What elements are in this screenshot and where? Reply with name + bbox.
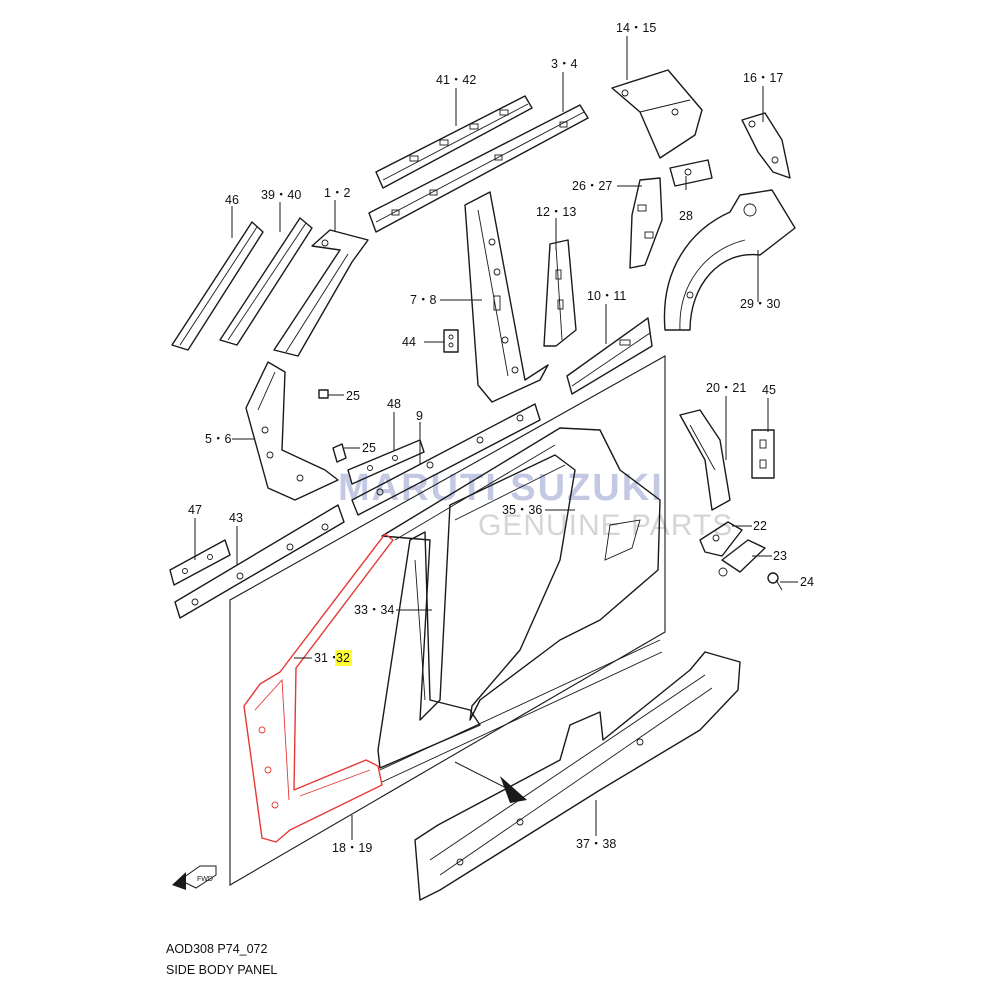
fwd-arrow-icon: FWD — [172, 865, 217, 890]
label-9: 9 — [416, 409, 423, 423]
part-35-36[interactable] — [381, 427, 661, 721]
part-26-27[interactable] — [629, 177, 663, 269]
label-22: 22 — [753, 519, 767, 533]
part-20-21[interactable] — [679, 409, 731, 511]
label-33-34: 33・34 — [354, 603, 394, 617]
label-28: 28 — [679, 209, 693, 223]
label-5-6: 5・6 — [205, 432, 231, 446]
watermark-sub: GENUINE PARTS — [478, 509, 733, 542]
label-10-11: 10・11 — [587, 289, 626, 303]
label-12-13: 12・13 — [536, 205, 576, 219]
panel-frame — [229, 355, 666, 886]
label-41-42: 41・42 — [436, 73, 476, 87]
label-1-2: 1・2 — [324, 186, 350, 200]
part-5-6[interactable] — [245, 361, 339, 501]
diagram-code: AOD308 P74_072 — [166, 942, 268, 956]
part-24[interactable] — [767, 572, 783, 591]
label-25-upper: 25 — [346, 389, 360, 403]
label-32-highlight — [335, 650, 352, 666]
label-29-30: 29・30 — [740, 297, 780, 311]
part-16-17[interactable] — [741, 112, 791, 179]
part-31-32-highlighted[interactable] — [243, 533, 394, 843]
label-47: 47 — [188, 503, 202, 517]
part-25-upper[interactable] — [318, 389, 329, 399]
part-46[interactable] — [171, 221, 264, 351]
part-9[interactable] — [351, 403, 541, 516]
part-39-40[interactable] — [219, 217, 313, 346]
label-39-40: 39・40 — [261, 188, 301, 202]
part-18-19[interactable] — [379, 639, 663, 783]
part-41-42[interactable] — [375, 95, 533, 189]
part-labels: 14・15 3・4 41・42 16・17 46 39・40 1・2 26・27… — [188, 21, 814, 855]
leader-lines — [194, 36, 798, 840]
label-14-15: 14・15 — [616, 21, 656, 35]
part-45[interactable] — [751, 429, 775, 479]
label-43: 43 — [229, 511, 243, 525]
part-29-30[interactable] — [663, 189, 796, 331]
label-26-27: 26・27 — [572, 179, 612, 193]
label-37-38: 37・38 — [576, 837, 616, 851]
label-23: 23 — [773, 549, 787, 563]
diagram-title: SIDE BODY PANEL — [166, 963, 277, 977]
label-25-lower: 25 — [362, 441, 376, 455]
label-46: 46 — [225, 193, 239, 207]
part-37-38[interactable] — [414, 651, 741, 901]
part-10-11[interactable] — [566, 317, 653, 395]
part-3-4[interactable] — [368, 104, 589, 233]
part-23[interactable] — [718, 539, 766, 577]
label-7-8: 7・8 — [410, 293, 436, 307]
part-22[interactable] — [699, 521, 743, 557]
label-44: 44 — [402, 335, 416, 349]
label-48: 48 — [387, 397, 401, 411]
label-20-21: 20・21 — [706, 381, 746, 395]
part-47[interactable] — [169, 539, 231, 586]
part-28[interactable] — [669, 159, 713, 187]
label-18-19: 18・19 — [332, 841, 372, 855]
assembly-arrow-icon — [454, 761, 527, 803]
part-43[interactable] — [174, 504, 345, 619]
label-31: 31・ — [314, 651, 340, 665]
part-48[interactable] — [347, 439, 425, 485]
label-35-36: 35・36 — [502, 503, 542, 517]
part-33-34[interactable] — [377, 531, 481, 769]
part-44[interactable] — [443, 329, 459, 353]
fwd-text: FWD — [197, 876, 213, 883]
watermark-brand: MARUTI SUZUKI — [338, 467, 664, 509]
part-12-13[interactable] — [543, 239, 577, 347]
part-7-8[interactable] — [464, 191, 549, 403]
label-16-17: 16・17 — [743, 71, 783, 85]
label-3-4: 3・4 — [551, 57, 577, 71]
label-32[interactable]: 32 — [336, 651, 350, 665]
part-14-15[interactable] — [611, 69, 703, 159]
part-25-lower[interactable] — [332, 443, 347, 463]
part-1-2[interactable] — [273, 229, 369, 357]
label-45: 45 — [762, 383, 776, 397]
label-24: 24 — [800, 575, 814, 589]
